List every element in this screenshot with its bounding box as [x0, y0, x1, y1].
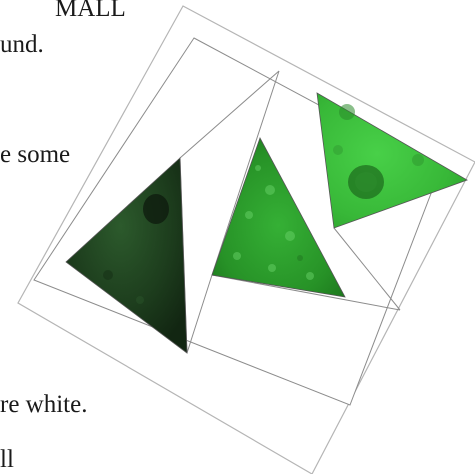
quilt-block-illustration	[0, 0, 475, 474]
scan-page: MALL und. e some re white. ll	[0, 0, 475, 474]
